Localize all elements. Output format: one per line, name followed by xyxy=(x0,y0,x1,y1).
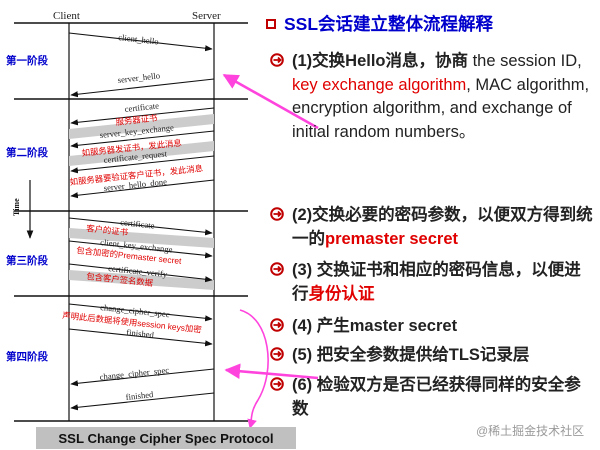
item-4-text: (4) 产生master secret xyxy=(292,317,458,335)
arrow-certificate-client xyxy=(68,217,213,236)
arrow-finished-server xyxy=(70,392,215,411)
phase-1-label: 第一阶段 xyxy=(6,54,48,67)
item-2-lead: (2)交换必要的密码参数，以便双方得到统一的 xyxy=(292,206,593,248)
server-label: Server xyxy=(192,10,221,22)
watermark: @稀土掘金技术社区 xyxy=(476,424,585,438)
list-item-5: (5) 把安全参数提供给TLS记录层 xyxy=(270,344,594,368)
arrow-certificate-server xyxy=(70,107,215,126)
optional-message-band xyxy=(69,228,214,248)
arrow-server-key-exchange xyxy=(70,130,215,149)
msg-certificate-server: certificate xyxy=(124,100,159,114)
msg-change-cipher-spec-server: change_cipher_spec xyxy=(99,365,170,382)
item-1-text-2: , MAC algorithm, encryption algorithm, a… xyxy=(292,75,590,141)
arrow-bullet-icon xyxy=(270,53,284,67)
arrow-change-cipher-spec-client xyxy=(68,303,213,322)
list-item-4: (4) 产生master secret xyxy=(270,315,594,339)
arrow-finished-client xyxy=(68,328,213,347)
list-item-6: (6) 检验双方是否已经获得同样的安全参数 xyxy=(270,374,594,421)
time-axis-label: Time xyxy=(12,198,21,216)
arrow-client-key-exchange xyxy=(68,240,213,259)
item-6-text: (6) 检验双方是否已经获得同样的安全参数 xyxy=(292,376,581,418)
msg-certificate-client: certificate xyxy=(120,217,155,231)
arrow-bullet-icon xyxy=(270,262,284,276)
arrow-bullet-icon xyxy=(270,207,284,221)
arrow-bullet-icon xyxy=(270,347,284,361)
msg-client-hello: client_hello xyxy=(118,32,159,46)
phase-4-label: 第四阶段 xyxy=(6,350,48,363)
list-item-3: (3) 交换证书和相应的密码信息，以便进行身份认证 xyxy=(270,259,594,306)
item-2-highlight: premaster secret xyxy=(325,229,458,248)
arrow-certificate-verify xyxy=(68,263,213,283)
item-1-lead: (1)交换Hello消息，协商 xyxy=(292,52,469,70)
msg-finished-server: finished xyxy=(125,389,154,402)
arrow-client-hello xyxy=(68,32,213,52)
explanation-panel: SSL会话建立整体流程解释 (1)交换Hello消息，协商 the sessio… xyxy=(266,8,598,428)
optional-message-band xyxy=(69,114,214,139)
msg-server-hello: server_hello xyxy=(117,70,160,85)
client-label: Client xyxy=(53,10,80,22)
item-5-text: (5) 把安全参数提供给TLS记录层 xyxy=(292,346,530,364)
item-3-highlight: 身份认证 xyxy=(308,284,375,303)
square-bullet-icon xyxy=(266,18,276,29)
pink-pointer-arrow xyxy=(222,73,319,130)
phase-2-label: 第二阶段 xyxy=(6,146,48,159)
panel-title: SSL会话建立整体流程解释 xyxy=(284,14,494,34)
note-client-cert: 客户的证书 xyxy=(86,223,129,237)
panel-title-row: SSL会话建立整体流程解释 xyxy=(266,11,493,36)
arrow-server-hello xyxy=(70,78,215,98)
optional-message-band xyxy=(69,141,214,166)
arrow-server-hello-done xyxy=(70,179,215,199)
item-1-text: the session ID, xyxy=(468,52,582,70)
optional-message-band xyxy=(69,270,214,290)
list-item-2: (2)交换必要的密码参数，以便双方得到统一的premaster secret xyxy=(270,204,594,251)
pink-pointer-arrow xyxy=(224,363,319,380)
arrow-certificate-request xyxy=(70,155,215,174)
item-3-lead: (3) 交换证书和相应的密码信息，以便进行 xyxy=(292,261,581,303)
phase-3-label: 第三阶段 xyxy=(6,254,48,267)
note-server-cert: 服务器证书 xyxy=(115,113,158,127)
msg-finished-client: finished xyxy=(126,327,155,340)
list-item-1: (1)交换Hello消息，协商 the session ID, key exch… xyxy=(270,50,594,144)
arrow-bullet-icon xyxy=(270,318,284,332)
arrow-change-cipher-spec-server xyxy=(70,368,215,387)
arrow-bullet-icon xyxy=(270,377,284,391)
pink-curved-arrow xyxy=(239,309,269,429)
item-1-highlight: key exchange algorithm xyxy=(292,75,467,94)
caption-box: SSL Change Cipher Spec Protocol xyxy=(36,427,296,449)
